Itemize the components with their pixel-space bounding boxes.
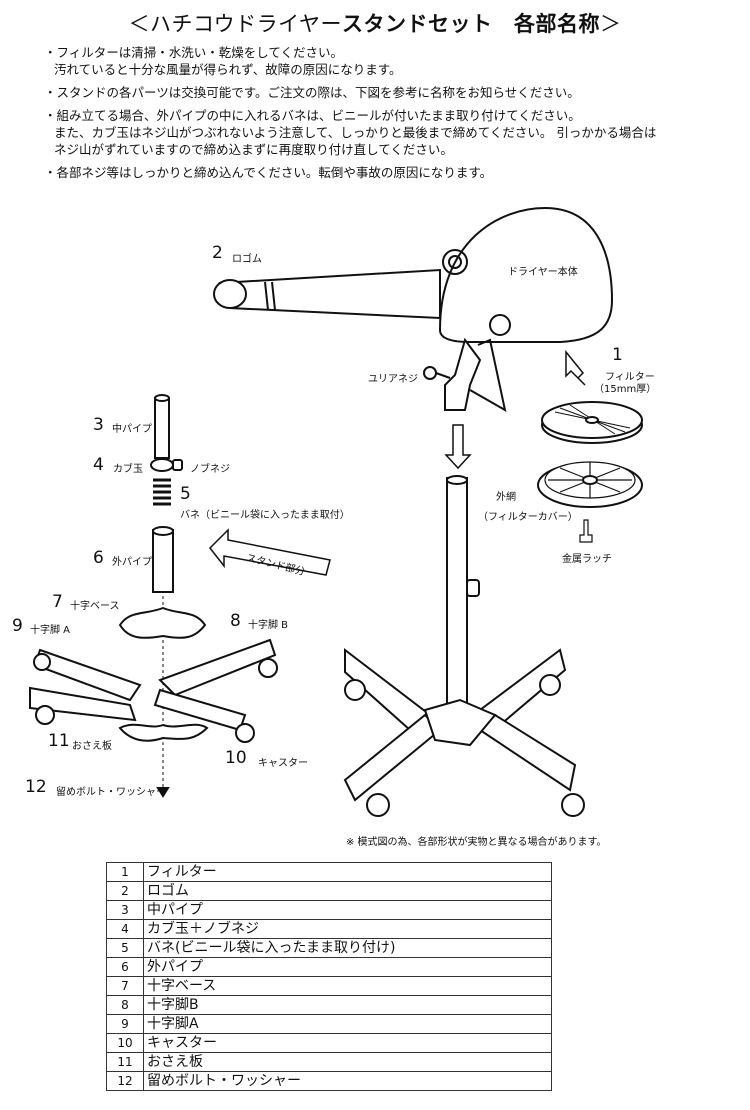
part-number-cell: 7	[106, 976, 144, 996]
filter-cover-illustration	[537, 461, 643, 508]
label-3-num: 3	[93, 415, 104, 435]
label-nobu-neji: ノブネジ	[190, 464, 230, 475]
label-filter-thickness: （15mm厚）	[594, 384, 657, 395]
part-name-cell: キャスター	[143, 1033, 552, 1053]
label-1-num: 1	[612, 345, 623, 365]
note-parts: ・スタンドの各パーツは交換可能です。ご注文の際は、下図を参考に名称をお知らせくだ…	[44, 85, 580, 100]
label-juji-base: 十字ベース	[70, 601, 120, 612]
part-name-cell: 中パイプ	[143, 900, 552, 920]
label-kuchigomu: ロゴム	[232, 254, 262, 265]
label-soto-pipe: 外パイプ	[112, 557, 152, 568]
label-6-num: 6	[93, 548, 104, 568]
label-4-num: 4	[93, 455, 104, 475]
part-name-cell: カブ玉＋ノブネジ	[143, 919, 552, 939]
part-name-cell: 外パイプ	[143, 957, 552, 977]
label-filter: フィルター	[605, 372, 655, 383]
label-filter-cover: （フィルターカバー）	[478, 512, 578, 523]
label-11-num: 11	[48, 731, 70, 751]
part-number-cell: 1	[106, 862, 144, 882]
label-yuria-neji: ユリアネジ	[368, 374, 418, 385]
label-2-num: 2	[212, 243, 223, 263]
filter-illustration	[541, 401, 643, 444]
part-number-cell: 9	[106, 1014, 144, 1034]
label-bane: バネ（ビニール袋に入ったまま取付）	[180, 510, 350, 521]
part-name-cell: 十字脚A	[143, 1014, 552, 1034]
note-screws: ・各部ネジ等はしっかりと締め込んでください。転倒や事故の原因になります。	[44, 165, 493, 180]
part-number-cell: 2	[106, 881, 144, 901]
label-juji-kyaku-b: 十字脚 B	[248, 620, 289, 631]
part-name-cell: ロゴム	[143, 881, 552, 901]
part-number-cell: 4	[106, 919, 144, 939]
label-juji-kyaku-a: 十字脚 A	[30, 625, 71, 636]
part-number-cell: 11	[106, 1052, 144, 1072]
label-9-num: 9	[12, 616, 23, 636]
label-gaimo: 外網	[496, 492, 516, 503]
part-name-cell: おさえ板	[143, 1052, 552, 1072]
part-number-cell: 8	[106, 995, 144, 1015]
parts-diagram	[29, 206, 643, 817]
caution-note: ※ 模式図の為、各部形状が実物と異なる場合があります。	[346, 837, 607, 848]
assembled-stand-illustration	[343, 475, 585, 817]
label-12-num: 12	[25, 777, 47, 797]
label-5-num: 5	[180, 484, 191, 504]
part-number-cell: 5	[106, 938, 144, 958]
notes-section: ・フィルターは清掃・水洗い・乾燥をしてください。汚れていると十分な風量が得られず…	[44, 44, 744, 181]
label-7-num: 7	[52, 592, 63, 612]
note-assembly: ・組み立てる場合、外パイプの中に入れるバネは、ビニールが付いたまま取り付けてくだ…	[44, 108, 657, 157]
dryer-body-illustration	[213, 206, 614, 412]
label-osaeita: おさえ板	[72, 741, 112, 752]
label-naka-pipe: 中パイプ	[112, 424, 152, 435]
part-number-cell: 3	[106, 900, 144, 920]
label-kabudama: カブ玉	[113, 464, 143, 475]
page-title: ＜ハチコウドライヤースタンドセット 各部名称＞	[128, 12, 622, 36]
label-dryer-body: ドライヤー本体	[508, 267, 578, 278]
part-number-cell: 6	[106, 957, 144, 977]
label-latch: 金属ラッチ	[562, 554, 612, 565]
part-number-cell: 10	[106, 1033, 144, 1053]
label-10-num: 10	[225, 748, 247, 768]
exploded-parts-illustration	[29, 394, 331, 798]
part-name-cell: バネ(ビニール袋に入ったまま取り付け)	[143, 938, 552, 958]
part-name-cell: 十字ベース	[143, 976, 552, 996]
label-caster: キャスター	[258, 758, 308, 769]
label-8-num: 8	[230, 611, 241, 631]
note-filter: ・フィルターは清掃・水洗い・乾燥をしてください。汚れていると十分な風量が得られず…	[44, 45, 402, 77]
part-number-cell: 12	[106, 1071, 144, 1091]
part-name-cell: フィルター	[143, 862, 552, 882]
part-name-cell: 十字脚B	[143, 995, 552, 1015]
part-name-cell: 留めボルト・ワッシャー	[143, 1071, 552, 1091]
label-bolt-washer: 留めボルト・ワッシャー	[56, 787, 166, 798]
